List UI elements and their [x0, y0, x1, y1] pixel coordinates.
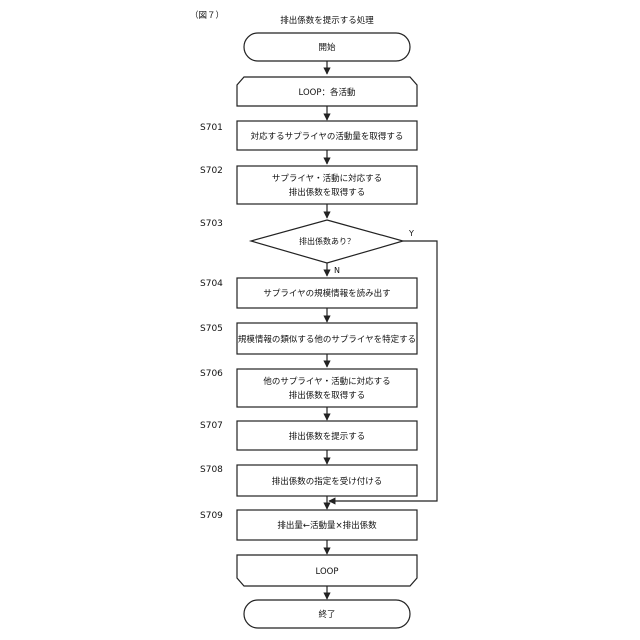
- process-s702: [237, 166, 417, 204]
- process-s702-label-line2: 排出係数を取得する: [289, 187, 366, 198]
- process-s709-label: 排出量←活動量×排出係数: [277, 520, 377, 531]
- step-label-s708: S708: [200, 465, 223, 475]
- process-s708-label: 排出係数の指定を受け付ける: [272, 476, 383, 487]
- loop-end-label: LOOP: [316, 567, 339, 577]
- step-label-s701: S701: [200, 123, 223, 133]
- process-s705-label: 規模情報の類似する他のサプライヤを特定する: [238, 334, 416, 345]
- process-s706-label-line1: 他のサプライヤ・活動に対応する: [263, 376, 390, 387]
- step-label-s702: S702: [200, 166, 223, 176]
- process-s706: [237, 369, 417, 407]
- start-label: 開始: [318, 42, 336, 53]
- step-label-s705: S705: [200, 324, 223, 334]
- loop-start-label: LOOP：各活動: [299, 87, 356, 98]
- diagram-title: 排出係数を提示する処理: [280, 15, 374, 26]
- branch-yes-label: Y: [408, 229, 414, 238]
- branch-no-label: N: [334, 266, 340, 275]
- process-s702-label-line1: サプライヤ・活動に対応する: [272, 173, 382, 184]
- process-s701-label: 対応するサプライヤの活動量を取得する: [251, 131, 404, 142]
- decision-s703-label: 排出係数あり？: [299, 236, 355, 246]
- process-s706-label-line2: 排出係数を取得する: [289, 390, 366, 401]
- figure-label: （図７）: [190, 10, 224, 21]
- end-label: 終了: [318, 609, 335, 620]
- step-label-s706: S706: [200, 369, 223, 379]
- process-s707-label: 排出係数を提示する: [289, 431, 366, 442]
- step-label-s707: S707: [200, 421, 223, 431]
- step-label-s704: S704: [200, 279, 223, 289]
- step-label-s709: S709: [200, 511, 223, 521]
- step-label-s703: S703: [200, 219, 223, 229]
- process-s704-label: サプライヤの規模情報を読み出す: [263, 288, 390, 299]
